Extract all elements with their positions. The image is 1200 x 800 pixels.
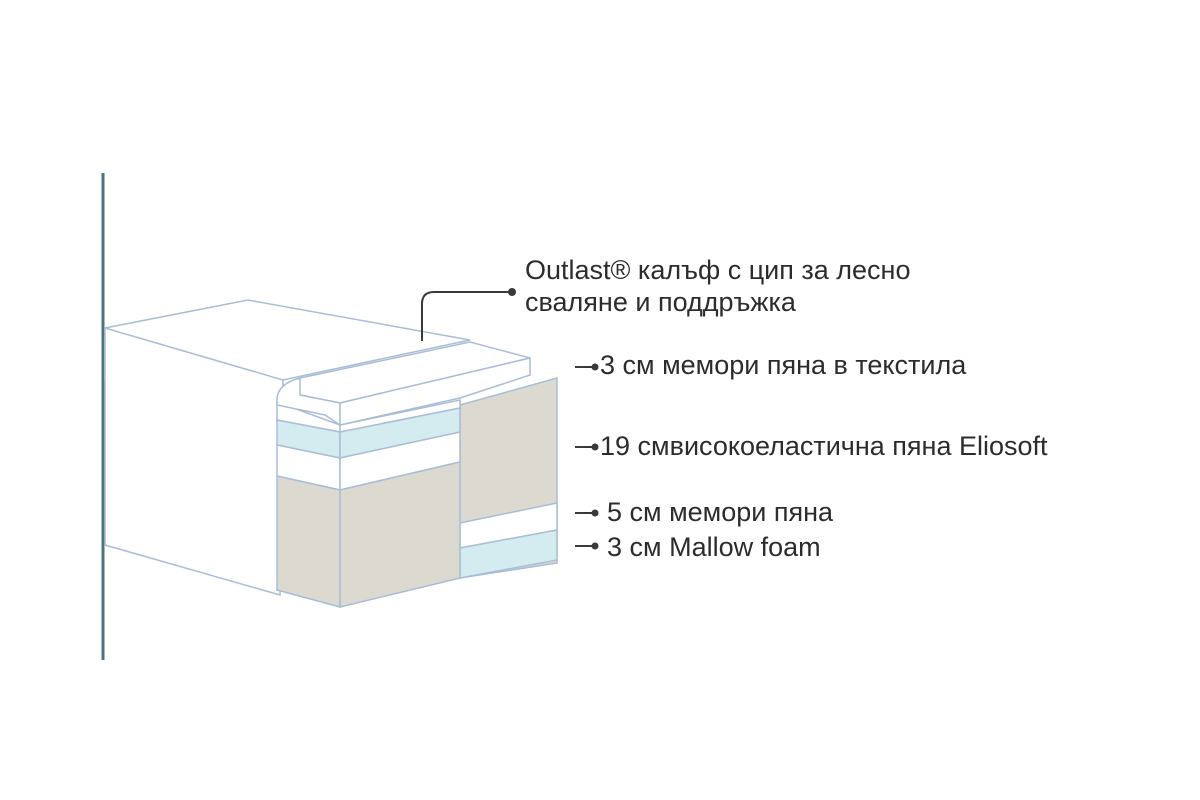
memory-textile-marker bbox=[575, 363, 599, 371]
cover-callout: Outlast® калъф с цип за лесно сваляне и … bbox=[525, 254, 910, 318]
eliosoft-marker bbox=[575, 443, 599, 451]
mallow-foam-callout: 3 см Mallow foam bbox=[607, 532, 821, 562]
mattress-side-face bbox=[104, 326, 284, 596]
top-slab-side-face bbox=[339, 357, 531, 426]
memory-textile-callout: 3 см мемори пяна в текстила bbox=[600, 350, 967, 380]
front-beige-layer bbox=[276, 475, 341, 608]
cover-leader-curve bbox=[421, 291, 510, 341]
memory-foam-callout: 5 см мемори пяна bbox=[607, 497, 834, 527]
cover-callout-line-1: Outlast® калъф с цип за лесно bbox=[525, 255, 911, 285]
right-beige-layer bbox=[339, 461, 461, 608]
eliosoft-callout: 19 смвисокоеластична пяна Eliosoft bbox=[600, 431, 1048, 461]
cover-leader-dot bbox=[508, 288, 516, 296]
memory-foam-marker bbox=[575, 509, 599, 517]
mallow-foam-marker bbox=[575, 542, 599, 550]
cover-callout-line-2: сваляне и поддръжка bbox=[525, 287, 796, 317]
